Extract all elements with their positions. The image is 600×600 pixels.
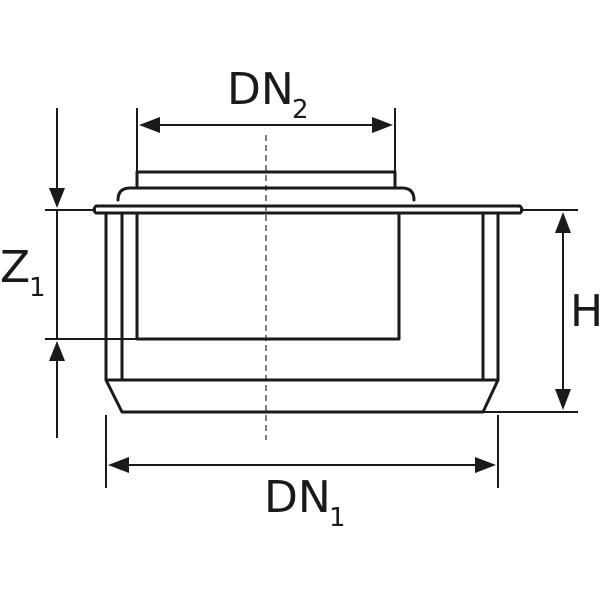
dn1-label: DN: [264, 472, 331, 523]
h-arrow-bottom: [555, 389, 571, 410]
z1-arrow-top: [49, 188, 65, 208]
dn1-arrow-right: [475, 457, 496, 473]
dn2-subscript: 2: [292, 95, 309, 125]
flange-plate: [92, 204, 524, 215]
outer-body: [104, 211, 500, 414]
dn2-label: DN: [227, 64, 294, 115]
dn1-arrow-left: [108, 457, 129, 473]
z1-arrow-bottom: [49, 341, 65, 361]
top-collar: [135, 170, 397, 190]
dn1-subscript: 1: [329, 503, 346, 533]
dn2-arrow-right: [372, 117, 393, 133]
z1-subscript: 1: [29, 273, 46, 303]
h-arrow-top: [555, 212, 571, 233]
top-collar-shoulder: [116, 186, 416, 202]
h-label: H: [570, 286, 600, 337]
z1-label: Z: [0, 242, 30, 293]
dn2-arrow-left: [139, 117, 160, 133]
inner-socket: [135, 211, 401, 341]
